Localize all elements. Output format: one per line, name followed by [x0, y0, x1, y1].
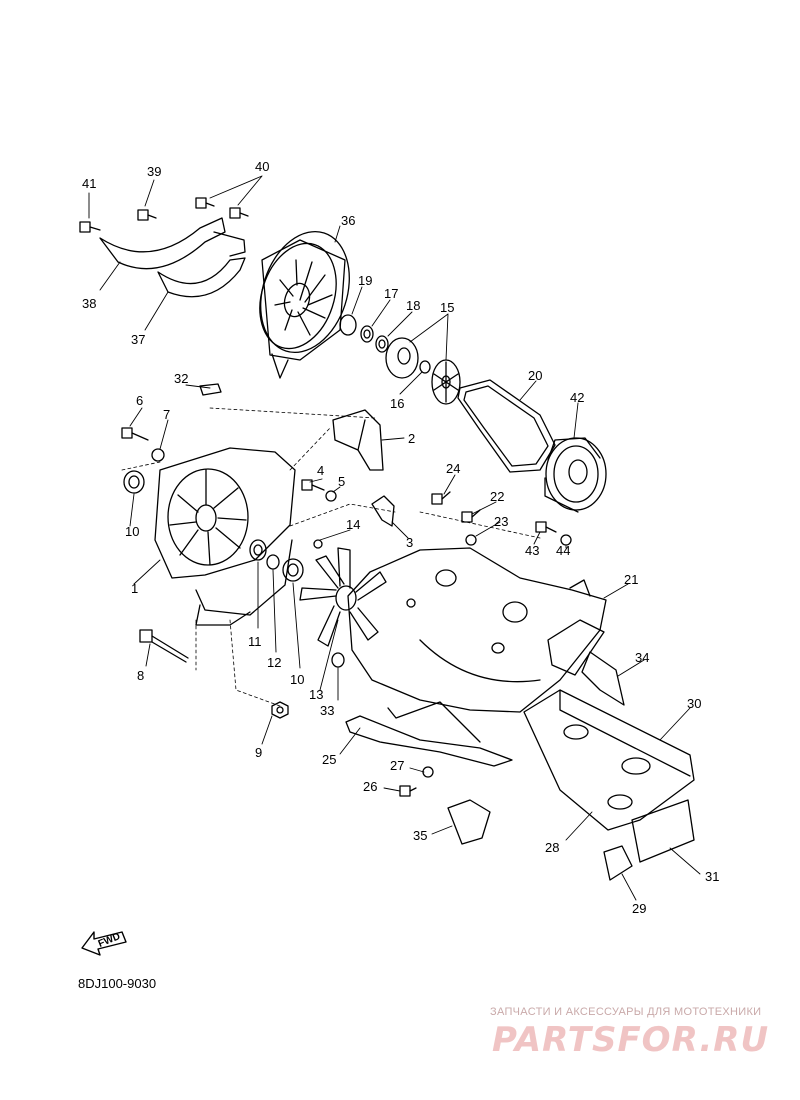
callout-42: 42: [570, 390, 585, 405]
callout-3: 3: [406, 535, 414, 550]
washer-7: [151, 448, 165, 462]
callout-6: 6: [136, 393, 144, 408]
callout-39: 39: [147, 164, 162, 179]
guard-plate-30: [523, 689, 695, 831]
callout-10-upper: 10: [125, 524, 140, 539]
bearing-11: [249, 539, 267, 561]
callout-44: 44: [556, 543, 571, 558]
pad-31: [631, 799, 695, 863]
callout-27: 27: [390, 758, 405, 773]
callout-7: 7: [163, 407, 171, 422]
bolt-43: [535, 521, 557, 533]
washer-17: [360, 325, 374, 343]
drive-pulley-42: [544, 437, 607, 513]
callout-38: 38: [82, 296, 97, 311]
callout-30: 30: [687, 696, 702, 711]
collar-19: [339, 314, 357, 336]
assembly-lines: [121, 407, 541, 707]
washer-18: [375, 335, 389, 353]
callout-11: 11: [248, 634, 262, 649]
callout-2: 2: [408, 431, 416, 446]
callout-31: 31: [705, 869, 720, 884]
plug-14: [313, 539, 323, 549]
nut-9: [271, 701, 289, 719]
bracket-38: [99, 217, 246, 270]
callout-21: 21: [624, 572, 639, 587]
callout-5: 5: [338, 474, 346, 489]
pulley-15: [431, 359, 461, 405]
catalog-code: 8DJ100-9030: [78, 976, 157, 991]
pulley-half-15: [385, 337, 419, 379]
seal-34: [581, 651, 625, 706]
callout-18: 18: [406, 298, 421, 313]
callout-9: 9: [255, 745, 263, 760]
watermark-caption: ЗАПЧАСТИ И АКСЕССУАРЫ ДЛЯ МОТОТЕХНИКИ: [490, 1006, 762, 1018]
washer-23: [465, 534, 477, 546]
bolt-26: [399, 785, 417, 797]
fan-housing-1: [154, 447, 296, 626]
washer-12: [266, 554, 280, 570]
oil-seal-10-lower: [282, 558, 304, 582]
bolts-40: [195, 197, 249, 219]
callout-19: 19: [358, 273, 373, 288]
grommet-33: [331, 652, 345, 668]
bracket-3: [371, 495, 395, 527]
clip-35: [447, 799, 491, 845]
callout-23: 23: [494, 514, 509, 529]
pad-29: [603, 845, 633, 881]
duct-2: [332, 409, 384, 471]
callout-29: 29: [632, 901, 647, 916]
callout-17: 17: [384, 286, 399, 301]
lower-plate-25: [345, 701, 513, 767]
callout-8: 8: [137, 668, 145, 683]
v-belt-20: [457, 379, 556, 473]
bolt-4: [301, 479, 325, 491]
callout-33: 33: [320, 703, 335, 718]
callout-43: 43: [525, 543, 540, 558]
washer-5: [325, 490, 337, 502]
air-shroud-21: [347, 547, 607, 713]
callout-14: 14: [346, 517, 361, 532]
callout-13: 13: [309, 687, 324, 702]
oil-seal-10-upper: [123, 470, 145, 494]
callout-36: 36: [341, 213, 356, 228]
callout-15: 15: [440, 300, 455, 315]
bolt-39: [137, 209, 157, 221]
bracket-37: [157, 257, 246, 298]
washer-16: [419, 360, 431, 374]
callout-32: 32: [174, 371, 189, 386]
leader-lines: [88, 175, 701, 901]
callout-25: 25: [322, 752, 337, 767]
fwd-arrow-icon: [81, 931, 127, 956]
callout-16: 16: [390, 396, 405, 411]
bolt-24: [431, 491, 451, 505]
callout-24: 24: [446, 461, 461, 476]
callout-37: 37: [131, 332, 146, 347]
fan-cover-36: [259, 230, 350, 379]
bolt-8: [139, 629, 189, 663]
bolt-6: [121, 427, 149, 441]
cooling-fan-13: [299, 547, 387, 647]
callout-40: 40: [255, 159, 270, 174]
washer-27: [422, 766, 434, 778]
callout-28: 28: [545, 840, 560, 855]
callout-34: 34: [635, 650, 650, 665]
callout-20: 20: [528, 368, 543, 383]
washer-44: [560, 534, 572, 546]
callout-26: 26: [363, 779, 378, 794]
bolt-41: [79, 221, 101, 233]
watermark-logo: PARTSFOR.RU: [492, 1020, 770, 1060]
callout-12: 12: [267, 655, 282, 670]
callout-41: 41: [82, 176, 97, 191]
callout-22: 22: [490, 489, 505, 504]
callout-35: 35: [413, 828, 428, 843]
callout-4: 4: [317, 463, 325, 478]
callout-1: 1: [131, 581, 139, 596]
callout-10-lower: 10: [290, 672, 305, 687]
plate-32: [199, 383, 222, 396]
